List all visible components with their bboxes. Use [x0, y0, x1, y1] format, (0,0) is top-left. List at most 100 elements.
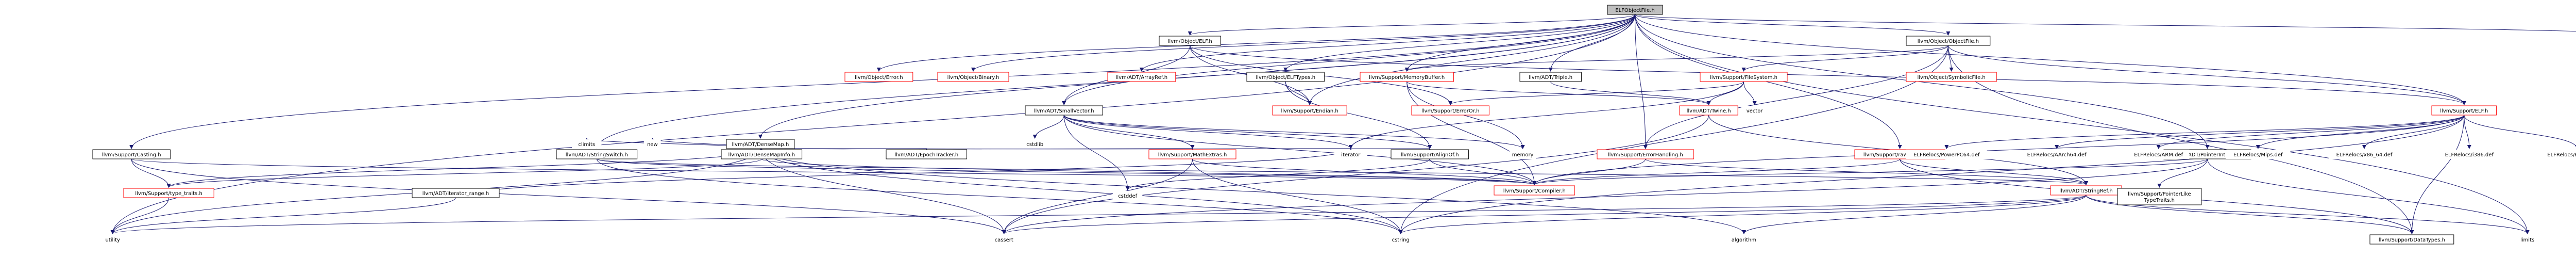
- edge-triple-to-twine: [1550, 81, 1711, 105]
- edge-root-to-binaryh: [971, 14, 1635, 72]
- node-llvm-object-error-h[interactable]: llvm/Object/Error.h: [844, 72, 913, 82]
- edge-densemapinfo-to-compiler: [761, 158, 1536, 185]
- node-box: [1906, 36, 1991, 46]
- node-box: [1386, 235, 1416, 244]
- node-llvm-object-symbolicfile-h[interactable]: llvm/Object/SymbolicFile.h: [1906, 72, 1997, 82]
- node-llvm-support-type-traits-h[interactable]: llvm/Support/type_traits.h: [123, 188, 214, 198]
- edge-densemapinfo-to-typetraits: [166, 158, 762, 188]
- node-box: [1726, 235, 1762, 244]
- node-llvm-object-elftypes-h[interactable]: llvm/Object/ELFTypes.h: [1246, 72, 1325, 82]
- node-llvm-adt-densemapinfo-h[interactable]: llvm/ADT/DenseMapInfo.h: [721, 149, 803, 159]
- node-memory: memory: [1510, 150, 1536, 159]
- node-llvm-adt-densemap-h[interactable]: llvm/ADT/DenseMap.h: [726, 139, 795, 149]
- node-llvm-support-errorhandling-h[interactable]: llvm/Support/ErrorHandling.h: [1597, 149, 1694, 159]
- node-vector: vector: [1741, 106, 1768, 115]
- node-llvm-object-elf-h[interactable]: llvm/Object/ELF.h: [1159, 36, 1221, 46]
- edge-supportelf-to-def_i386: [2464, 115, 2471, 149]
- node-label: llvm/Support/Endian.h: [1281, 108, 1338, 114]
- node-label: llvm/Object/Binary.h: [947, 75, 999, 80]
- node-llvm-support-mathextras-h[interactable]: llvm/Support/MathExtras.h: [1148, 149, 1236, 159]
- node-label: llvm/Support/FileSystem.h: [1710, 75, 1777, 80]
- node-llvm-adt-arrayref-h[interactable]: llvm/ADT/ArrayRef.h: [1107, 72, 1176, 82]
- node-elfrelocs-aarch64-def: ELFRelocs/AArch64.def: [2020, 150, 2094, 159]
- edge-objfile-to-errhandling: [1643, 45, 1948, 149]
- node-label: llvm/ADT/StringRef.h: [2059, 188, 2112, 194]
- node-llvm-object-binary-h[interactable]: llvm/Object/Binary.h: [937, 72, 1009, 82]
- edge-ptrintpair-to-limits: [2207, 158, 2530, 234]
- edge-casting-to-typetraits: [131, 158, 171, 188]
- node-llvm-support-erroror-h[interactable]: llvm/Support/ErrorOr.h: [1411, 105, 1489, 116]
- edge-root-to-objfile: [1635, 14, 1951, 36]
- edge-errhandling-to-stringref: [1645, 158, 2088, 185]
- edge-supportelf-to-def_aarch64: [2055, 115, 2465, 149]
- node-algorithm: algorithm: [1726, 235, 1762, 244]
- node-llvm-adt-stringswitch-h[interactable]: llvm/ADT/StringSwitch.h: [556, 149, 638, 159]
- edge-elftypes-to-endian: [1285, 81, 1312, 105]
- edge-root-to-endian: [1308, 14, 1635, 105]
- node-box: [123, 188, 214, 198]
- node-box: [844, 72, 913, 82]
- node-box: [1597, 149, 1694, 159]
- edge-stringref-to-cstring: [1398, 195, 2087, 234]
- node-box: [2514, 235, 2541, 244]
- node-llvm-object-objectfile-h[interactable]: llvm/Object/ObjectFile.h: [1906, 36, 1991, 46]
- node-label: llvm/Object/ObjectFile.h: [1918, 39, 1979, 44]
- edge-stringref-to-utility: [111, 195, 2087, 234]
- node-box: [1411, 105, 1489, 116]
- node-elfrelocs-arm-def: ELFRelocs/ARM.def: [2128, 150, 2190, 159]
- node-box: [2226, 150, 2291, 159]
- node-label: llvm/Support/raw_ostream.h: [1863, 152, 1937, 158]
- node-label: memory: [1512, 152, 1534, 158]
- edge-objfile-to-supportelf: [1947, 45, 2466, 105]
- node-llvm-adt-triple-h[interactable]: llvm/ADT/Triple.h: [1519, 72, 1582, 82]
- node-llvm-support-elf-h[interactable]: llvm/Support/ELF.h: [2431, 105, 2497, 116]
- node-llvm-support-endian-h[interactable]: llvm/Support/Endian.h: [1272, 105, 1347, 116]
- node-box: [726, 139, 795, 149]
- edge-ptrintpair-to-ptrliketype: [2157, 158, 2208, 188]
- node-label: llvm/ADT/SmallVector.h: [1034, 108, 1094, 114]
- node-limits: limits: [2514, 235, 2541, 244]
- edge-stringswitch-to-stringref: [596, 158, 2088, 185]
- node-cstdlib: cstdlib: [1020, 139, 1050, 149]
- node-llvm-support-memorybuffer-h[interactable]: llvm/Support/MemoryBuffer.h: [1360, 72, 1454, 82]
- node-llvm-adt-stringref-h[interactable]: llvm/ADT/StringRef.h: [2050, 185, 2122, 196]
- node-label: llvm/ADT/iterator_range.h: [422, 191, 489, 197]
- node-label: cstdlib: [1026, 142, 1043, 148]
- node-label: llvm/Support/ErrorOr.h: [1421, 108, 1479, 114]
- edge-mathextras-to-cstring: [1192, 158, 1403, 234]
- node-label: llvm/Support/ELF.h: [2440, 108, 2488, 114]
- edge-rawostream-to-compiler: [1532, 158, 1901, 185]
- node-label: limits: [2520, 237, 2534, 243]
- node-label: ELFRelocs/i386.def: [2445, 152, 2494, 158]
- node-llvm-support-alignof-h[interactable]: llvm/Support/AlignOf.h: [1391, 149, 1469, 159]
- node-llvm-adt-epochtracker-h[interactable]: llvm/ADT/EpochTracker.h: [886, 149, 968, 159]
- node-box: [644, 139, 661, 149]
- node-label: llvm/Support/PointerLike: [2128, 191, 2191, 197]
- node-llvm-support-datatypes-h[interactable]: llvm/Support/DataTypes.h: [2369, 234, 2454, 245]
- node-label: iterator: [1341, 152, 1361, 158]
- edge-membuf-to-compiler: [1406, 81, 1537, 185]
- node-box: [572, 139, 602, 149]
- edge-root-to-casting: [129, 14, 1635, 149]
- edge-smallvec-to-stdlib: [1032, 115, 1064, 139]
- node-box: [886, 149, 968, 159]
- node-llvm-support-filesystem-h[interactable]: llvm/Support/FileSystem.h: [1700, 72, 1788, 82]
- node-llvm-support-compiler-h[interactable]: llvm/Support/Compiler.h: [1494, 185, 1575, 196]
- node-box: [1148, 149, 1236, 159]
- node-llvm-adt-twine-h[interactable]: llvm/ADT/Twine.h: [1679, 105, 1738, 116]
- node-elfobjectfile-h[interactable]: ELFObjectFile.h: [1607, 5, 1663, 15]
- node-label: llvm/ADT/PointerIntPair.h: [2175, 152, 2239, 158]
- node-llvm-adt-smallvector-h[interactable]: llvm/ADT/SmallVector.h: [1025, 105, 1103, 116]
- node-box: [1272, 105, 1347, 116]
- edge-smallvec-to-cstddef: [1063, 115, 1130, 190]
- edge-supportelf-to-compiler: [1532, 115, 2465, 185]
- node-label: llvm/Support/ErrorHandling.h: [1608, 152, 1683, 158]
- node-box: [2437, 150, 2502, 159]
- edge-root-to-objelf: [1188, 14, 1635, 36]
- node-llvm-adt-iterator-range-h[interactable]: llvm/ADT/iterator_range.h: [412, 188, 500, 198]
- node-llvm-support-casting-h[interactable]: llvm/Support/Casting.h: [92, 149, 171, 159]
- edge-supportelf-to-def_x8664: [2362, 115, 2465, 149]
- edge-membuf-to-memory: [1406, 81, 1525, 149]
- node-label: ELFObjectFile.h: [1615, 8, 1654, 13]
